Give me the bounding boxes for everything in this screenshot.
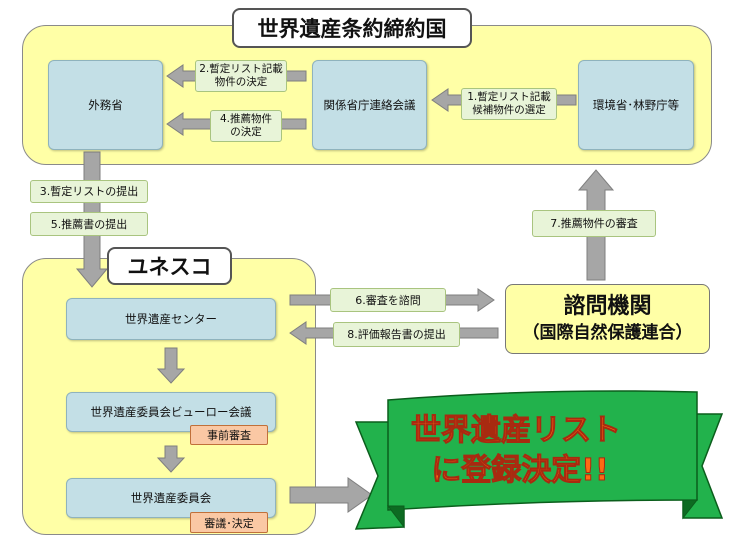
label-step5: 5.推薦書の提出 <box>30 212 148 236</box>
label-step6: 6.審査を諮問 <box>330 288 446 312</box>
label-step8: 8.評価報告書の提出 <box>333 322 460 347</box>
banner-line1: 世界遺産リスト <box>411 413 621 448</box>
label-step4-line1: 4.推薦物件 <box>219 113 273 125</box>
label-step4-line2: の決定 <box>230 126 262 138</box>
label-step2: 2.暫定リスト記載 物件の決定 <box>195 60 287 92</box>
banner-left-fold <box>386 505 405 529</box>
label-step1-line1: 1.暫定リスト記載 <box>467 91 551 103</box>
advisory-title: 諮問機関 <box>563 294 652 319</box>
label-step1-line2: 候補物件の選定 <box>472 104 546 116</box>
banner-line2: に登録決定!! <box>431 453 608 488</box>
box-liaison-council: 関係省庁連絡会議 <box>312 60 427 150</box>
arrow-committee-to-list <box>289 477 373 513</box>
box-environment-ministry: 環境省･林野庁等 <box>578 60 694 150</box>
label-step3: 3.暫定リストの提出 <box>30 180 148 203</box>
box-world-heritage-centre: 世界遺産センター <box>66 298 276 340</box>
advisory-subtitle: （国際自然保護連合） <box>522 323 693 343</box>
label-step1: 1.暫定リスト記載 候補物件の選定 <box>461 88 557 120</box>
label-step2-line2: 物件の決定 <box>214 76 268 88</box>
box-ministry-of-foreign-affairs: 外務省 <box>48 60 163 150</box>
tag-deliberation: 審議･決定 <box>190 512 268 533</box>
box-world-heritage-committee: 世界遺産委員会 <box>66 478 276 518</box>
label-step7: 7.推薦物件の審査 <box>532 210 656 237</box>
tag-pre-review: 事前審査 <box>190 425 268 445</box>
banner-main <box>387 390 698 511</box>
arrow-bureau-to-committee <box>156 445 186 473</box>
banner-right-fold <box>682 499 699 520</box>
label-step2-line1: 2.暫定リスト記載 <box>199 63 283 75</box>
label-step4: 4.推薦物件 の決定 <box>210 110 282 142</box>
states-parties-title: 世界遺産条約締約国 <box>232 8 472 48</box>
box-advisory-body: 諮問機関 （国際自然保護連合） <box>505 284 710 354</box>
registration-banner: 世界遺産リスト に登録決定!! <box>354 390 724 530</box>
unesco-title: ユネスコ <box>107 247 232 285</box>
arrow-whc-to-bureau <box>156 347 186 384</box>
